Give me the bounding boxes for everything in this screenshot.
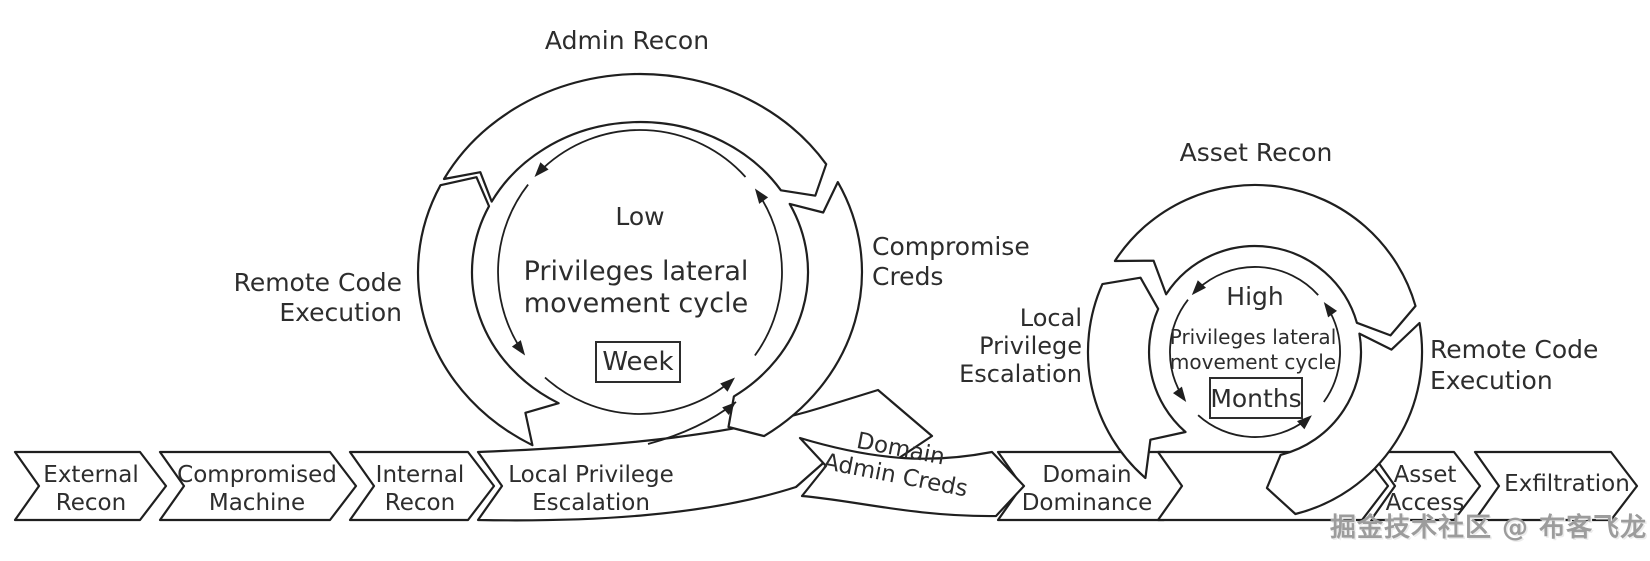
right-cycle-top-label: Asset Recon bbox=[1179, 138, 1333, 167]
flow-chevron-external-recon bbox=[13, 450, 168, 522]
flow-step-label-line: Compromised bbox=[177, 462, 337, 488]
flow-step-local-privilege-escalation: Local Privilege Escalation bbox=[506, 461, 676, 517]
left-inner-arrow-bottom-head bbox=[720, 377, 735, 392]
left-cycle-privilege-level: Low bbox=[615, 202, 665, 231]
right-cycle-right-label-line1: Remote Code bbox=[1430, 335, 1599, 364]
right-cycle-duration-box: Months bbox=[1209, 377, 1303, 419]
left-inner-arrow-left-head bbox=[511, 340, 526, 356]
watermark-text: 掘金技术社区 @ 布客飞龙 bbox=[1330, 513, 1648, 543]
flow-step-asset-access: Asset Access bbox=[1375, 461, 1475, 517]
left-inner-arrow-top-head bbox=[534, 162, 549, 177]
left-cycle-left-segment bbox=[416, 176, 560, 447]
left-cycle-title: Privileges lateral movement cycle bbox=[506, 256, 766, 320]
flow-chevron-asset-access bbox=[1369, 450, 1482, 522]
flow-step-label-line: Asset bbox=[1393, 462, 1457, 488]
left-cycle-top-label: Admin Recon bbox=[544, 26, 710, 55]
left-inner-arrow-top bbox=[542, 129, 747, 178]
right-cycle-title: Privileges lateral movement cycle bbox=[1133, 325, 1373, 375]
left-cycle-title-line1: Privileges lateral bbox=[523, 256, 749, 287]
flow-step-compromised-machine: Compromised Machine bbox=[172, 461, 342, 517]
left-cycle-left-label-line1: Remote Code bbox=[233, 268, 402, 297]
right-cycle-left-label-line2: Privilege bbox=[979, 332, 1082, 360]
right-cycle-left-segment bbox=[1086, 276, 1187, 480]
flow-ribbon-domain-admin-creds bbox=[798, 436, 1026, 518]
flow-step-label-line: Escalation bbox=[532, 490, 650, 516]
flow-to-cycle-arrow-head bbox=[722, 402, 736, 415]
flow-step-label-line: Exfiltration bbox=[1504, 471, 1630, 497]
right-inner-arrow-left-head bbox=[1173, 386, 1187, 402]
flow-chevron-exfiltration bbox=[1473, 450, 1639, 522]
right-inner-arrow-bottom-head bbox=[1297, 415, 1312, 430]
flow-step-domain-dominance: Domain Dominance bbox=[1002, 461, 1172, 517]
right-inner-arrow-left bbox=[1169, 299, 1189, 397]
flow-step-label-line: Machine bbox=[208, 490, 306, 516]
left-cycle-left-label: Remote Code Execution bbox=[202, 268, 402, 328]
right-cycle-left-label: Local Privilege Escalation bbox=[882, 304, 1082, 388]
right-inner-arrow-right-head bbox=[1323, 302, 1337, 318]
right-inner-arrow-bottom bbox=[1197, 414, 1307, 438]
flow-step-label-line: Internal bbox=[375, 462, 465, 488]
flow-chevron-internal-recon bbox=[348, 450, 496, 522]
left-cycle-top-segment bbox=[442, 72, 828, 203]
flow-step-label-line: Dominance bbox=[1021, 490, 1153, 516]
right-inner-arrow-top-head bbox=[1191, 280, 1206, 296]
flow-step-external-recon: External Recon bbox=[26, 461, 156, 517]
right-cycle-left-label-line1: Local bbox=[1019, 304, 1082, 332]
right-cycle-top-segment bbox=[1113, 183, 1417, 337]
right-cycle-title-line2: movement cycle bbox=[1169, 350, 1337, 374]
flow-step-label-line: Access bbox=[1385, 490, 1465, 516]
right-cycle-privilege-level: High bbox=[1226, 282, 1284, 311]
right-cycle-title-line1: Privileges lateral bbox=[1169, 325, 1337, 349]
flow-step-internal-recon: Internal Recon bbox=[355, 461, 485, 517]
flow-step-label-line: Recon bbox=[55, 490, 127, 516]
left-cycle-right-label-line2: Creds bbox=[872, 262, 944, 291]
flow-step-label-line: Domain bbox=[1042, 462, 1132, 488]
right-inner-arrow-top bbox=[1196, 266, 1319, 296]
left-inner-arrow-bottom bbox=[544, 376, 727, 415]
right-cycle-right-segment bbox=[1265, 321, 1424, 516]
left-cycle-right-segment bbox=[727, 181, 863, 438]
flow-step-label-line: External bbox=[43, 462, 139, 488]
flow-step-label-line: Recon bbox=[384, 490, 456, 516]
left-cycle-duration-box: Week bbox=[595, 341, 681, 383]
right-inner-arrow-right bbox=[1323, 307, 1341, 403]
flow-step-label-line: Local Privilege bbox=[508, 462, 674, 488]
flow-step-exfiltration: Exfiltration bbox=[1492, 470, 1642, 498]
right-cycle-right-label-line2: Execution bbox=[1430, 366, 1553, 395]
left-cycle-title-line2: movement cycle bbox=[523, 288, 749, 319]
left-inner-arrow-left bbox=[497, 184, 529, 346]
right-cycle-left-label-line3: Escalation bbox=[959, 360, 1082, 388]
left-inner-arrow-right bbox=[754, 198, 783, 357]
flow-chevron-compromised-machine bbox=[158, 450, 358, 522]
left-cycle-right-label-line1: Compromise bbox=[872, 232, 1030, 261]
left-cycle-right-label: Compromise Creds bbox=[872, 232, 1092, 292]
left-inner-arrow-right-head bbox=[754, 188, 769, 204]
right-cycle-right-label: Remote Code Execution bbox=[1430, 334, 1650, 396]
left-cycle-left-label-line2: Execution bbox=[279, 298, 402, 327]
